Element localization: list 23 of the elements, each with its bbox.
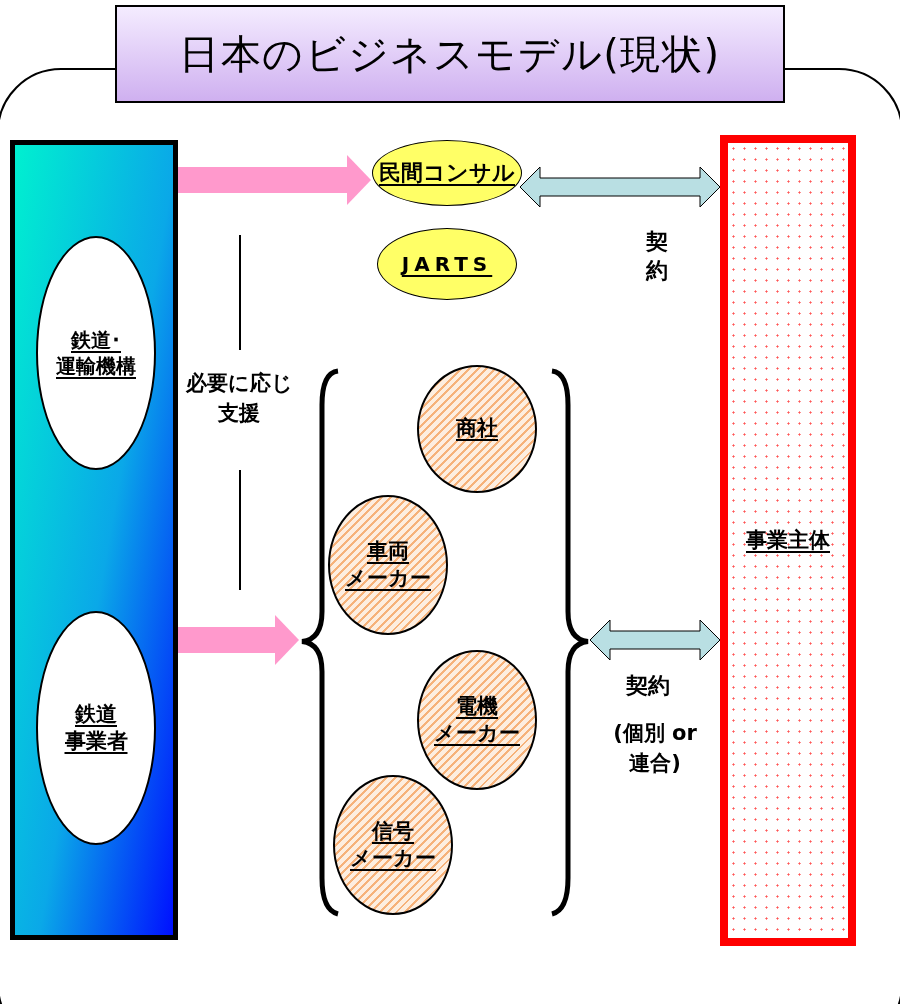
node-label: 鉄道･ xyxy=(71,327,121,353)
node-label: メーカー xyxy=(350,845,436,872)
node-label: 信号 xyxy=(372,817,414,845)
dotted-panel xyxy=(720,135,856,946)
node-label: メーカー xyxy=(434,720,520,747)
node-label: 車両 xyxy=(367,537,409,565)
node-label: 民間コンサル xyxy=(379,158,515,187)
gradient-column xyxy=(10,140,178,940)
double-arrow xyxy=(519,166,721,208)
node-label: 鉄道 xyxy=(75,700,117,728)
double-arrow xyxy=(589,619,721,661)
title-text: 日本のビジネスモデル(現状) xyxy=(179,30,721,79)
node-label: 商社 xyxy=(456,415,498,443)
note-text: (個別 or 連合) xyxy=(612,720,698,778)
node-label: JARTS xyxy=(401,251,493,277)
node-label: 運輸機構 xyxy=(56,353,136,379)
arrow xyxy=(178,155,371,205)
node-label: 事業者 xyxy=(64,728,128,755)
node-label: 事業主体 xyxy=(746,526,830,554)
node-label: メーカー xyxy=(345,565,431,592)
arrow xyxy=(178,615,299,665)
note-text: 必要に応じ支援 xyxy=(184,370,294,428)
node-label: 電機 xyxy=(456,692,498,720)
